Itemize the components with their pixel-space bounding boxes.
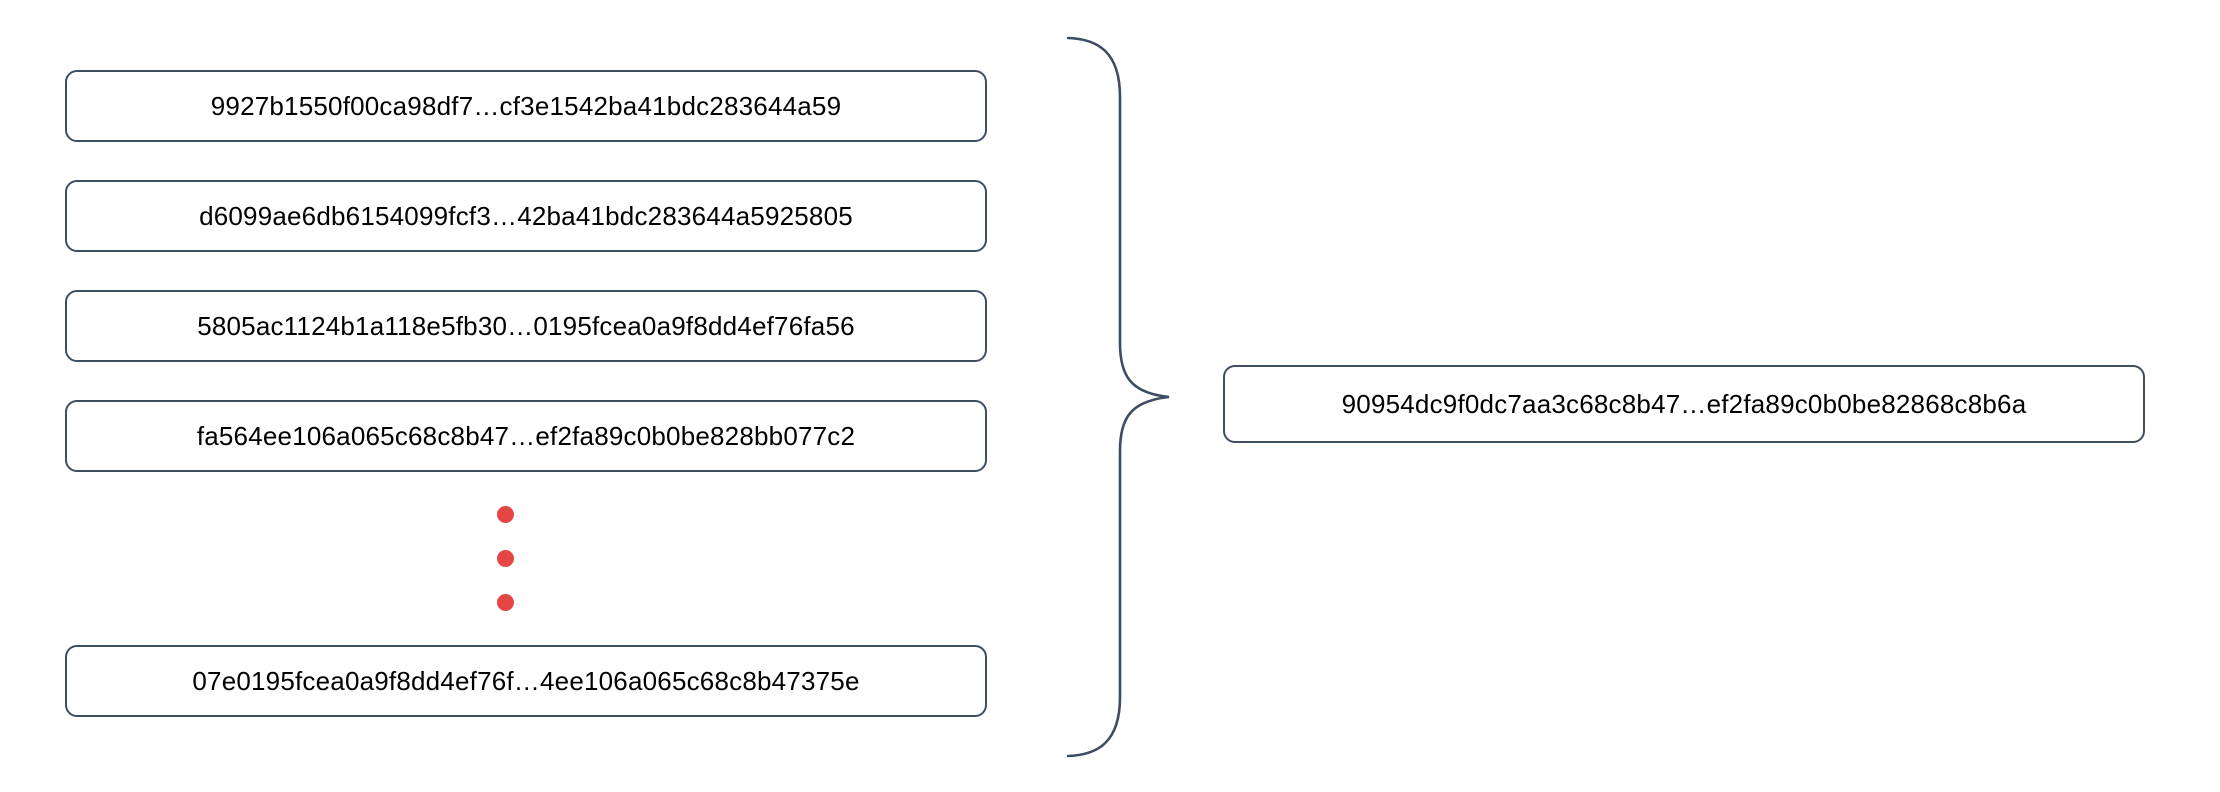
hash-box-5-label: 07e0195fcea0a9f8dd4ef76f…4ee106a065c68c8… (192, 665, 860, 696)
ellipsis-dot-2 (497, 550, 514, 567)
hash-box-4-label: fa564ee106a065c68c8b47…ef2fa89c0b0be828b… (196, 420, 856, 451)
curly-brace-path (1066, 36, 1170, 758)
hash-box-3: 5805ac1124b1a118e5fb30…0195fcea0a9f8dd4e… (65, 290, 987, 362)
ellipsis-dot-1 (497, 506, 514, 523)
ellipsis-dot-3 (497, 594, 514, 611)
hash-box-4: fa564ee106a065c68c8b47…ef2fa89c0b0be828b… (65, 400, 987, 472)
hash-box-1-label: 9927b1550f00ca98df7…cf3e1542ba41bdc28364… (210, 90, 842, 121)
hash-box-5: 07e0195fcea0a9f8dd4ef76f…4ee106a065c68c8… (65, 645, 987, 717)
result-hash-box: 90954dc9f0dc7aa3c68c8b47…ef2fa89c0b0be82… (1223, 365, 2145, 443)
hash-box-2: d6099ae6db6154099fcf3…42ba41bdc283644a59… (65, 180, 987, 252)
hash-box-2-label: d6099ae6db6154099fcf3…42ba41bdc283644a59… (199, 200, 853, 231)
result-hash-label: 90954dc9f0dc7aa3c68c8b47…ef2fa89c0b0be82… (1341, 388, 2027, 419)
curly-brace-icon (1066, 36, 1170, 758)
hash-box-1: 9927b1550f00ca98df7…cf3e1542ba41bdc28364… (65, 70, 987, 142)
hash-box-3-label: 5805ac1124b1a118e5fb30…0195fcea0a9f8dd4e… (197, 310, 855, 341)
